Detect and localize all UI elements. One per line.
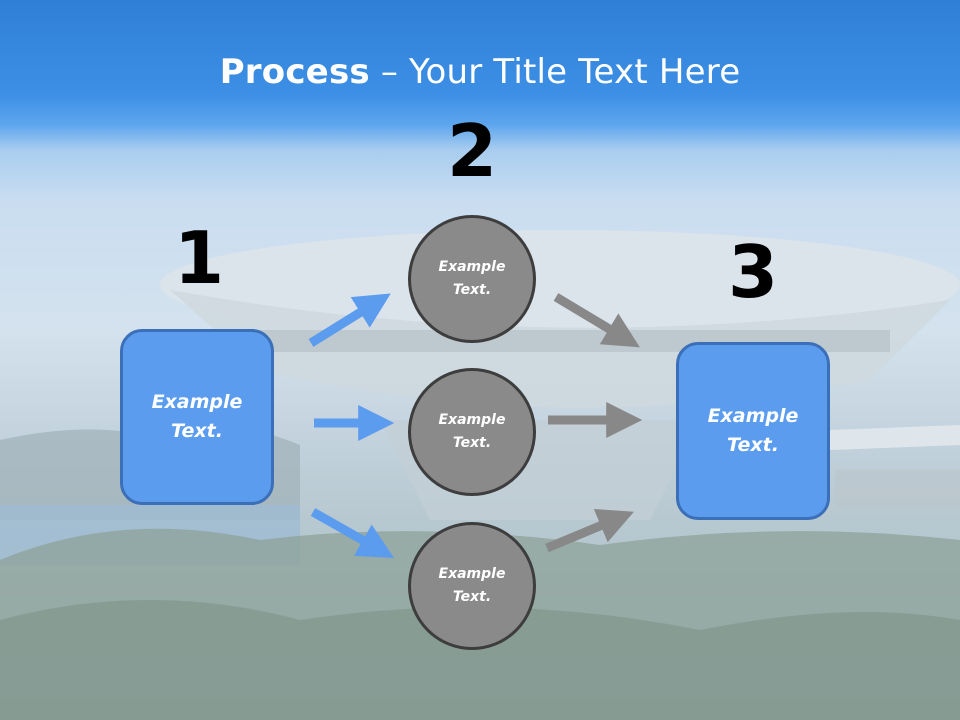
foreground-bushes — [0, 600, 960, 720]
right-box: Example Text. — [676, 342, 830, 520]
circle-bottom-label: Example Text. — [438, 566, 506, 605]
city-buildings — [835, 470, 960, 510]
right-box-label: Example Text. — [707, 405, 799, 456]
left-box: Example Text. — [120, 329, 274, 505]
museum-ramp — [830, 425, 960, 450]
circle-top-label: Example Text. — [438, 259, 506, 298]
step-number-1: 1 — [173, 216, 225, 300]
circle-bottom: Example Text. — [408, 522, 536, 650]
step-number-2: 2 — [446, 109, 498, 193]
circle-middle-label: Example Text. — [438, 412, 506, 451]
circle-middle: Example Text. — [408, 368, 536, 496]
circle-top: Example Text. — [408, 215, 536, 343]
title-bold: Process — [219, 52, 370, 92]
title-rest: – Your Title Text Here — [369, 52, 741, 92]
page-title: Process – Your Title Text Here — [0, 52, 960, 92]
step-number-3: 3 — [727, 230, 779, 314]
left-box-label: Example Text. — [151, 391, 243, 442]
